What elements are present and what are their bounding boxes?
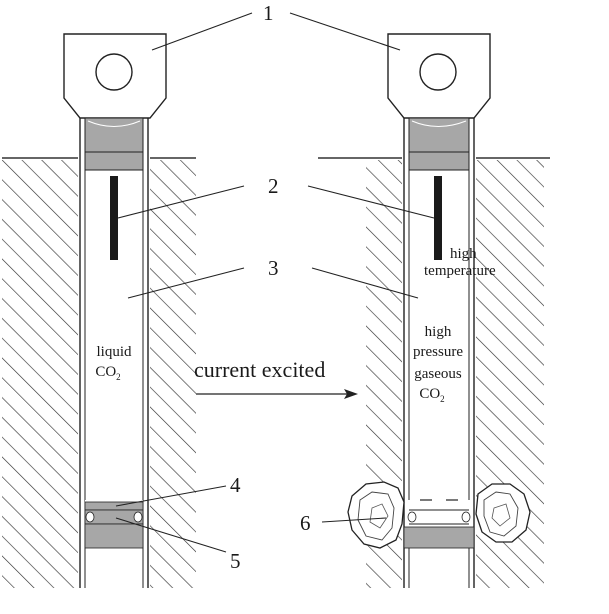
right-gas-line3: gaseous — [414, 366, 462, 382]
right-gas-line2: pressure — [413, 344, 463, 360]
rock-fragment-right — [475, 483, 531, 543]
process-arrow — [196, 389, 358, 399]
left-heating-rod — [110, 176, 118, 260]
right-head-cap — [387, 33, 491, 119]
left-liquid-label: liquid — [96, 344, 132, 360]
callout-2: 2 — [268, 174, 279, 198]
callout-1: 1 — [263, 1, 274, 25]
right-co2-label: CO2 — [419, 386, 444, 404]
callout-6: 6 — [300, 511, 311, 535]
right-heating-rod — [434, 176, 442, 260]
left-co2-sub: 2 — [116, 372, 121, 382]
left-bottom-seal — [84, 501, 144, 549]
right-co2-sub: 2 — [440, 394, 445, 404]
right-gas-line1: high — [425, 324, 452, 340]
callout-3: 3 — [268, 256, 279, 280]
rock-fragment-left — [347, 481, 405, 549]
right-burst-seal — [403, 499, 475, 549]
right-grey-collar — [408, 117, 470, 171]
left-co2-main: CO — [95, 364, 116, 380]
right-temp-line2: temperature — [424, 263, 496, 279]
ground-left — [2, 157, 196, 588]
right-temp-line1: high — [450, 246, 477, 262]
callout-4: 4 — [230, 473, 241, 497]
process-arrow-label: current excited — [194, 357, 325, 382]
leader-lines — [115, 12, 435, 553]
left-co2-label: CO2 — [95, 364, 120, 382]
callout-5: 5 — [230, 549, 241, 573]
right-co2-main: CO — [419, 386, 440, 402]
left-grey-collar — [84, 117, 144, 171]
left-head-cap — [63, 33, 167, 119]
